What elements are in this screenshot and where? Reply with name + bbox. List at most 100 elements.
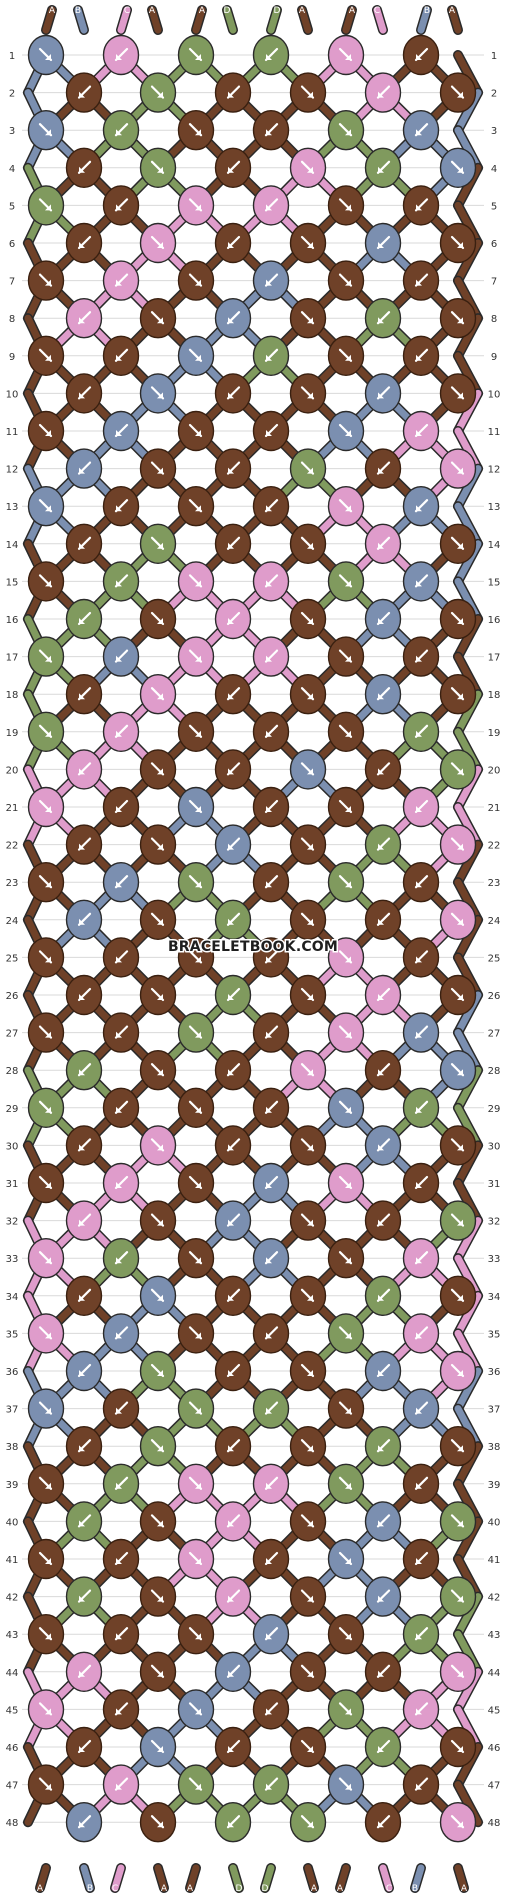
knot [102, 185, 140, 226]
knot [289, 1651, 327, 1693]
arrow-head-icon [45, 1633, 51, 1640]
knot [289, 1576, 327, 1617]
arrow-head-icon [416, 881, 422, 888]
knot [252, 260, 290, 301]
row-number-left: 9 [9, 352, 15, 363]
knot [364, 72, 402, 113]
arrow-head-icon [116, 1182, 122, 1188]
row-number-right: 4 [491, 164, 497, 175]
arrow-head-icon [228, 1670, 234, 1677]
knot [177, 335, 215, 376]
knot [139, 1125, 177, 1166]
arrow-head-icon [457, 317, 463, 324]
arrow-head-icon [345, 1106, 351, 1113]
knot [439, 1726, 477, 1768]
row-number-right: 14 [488, 540, 501, 551]
knot [439, 1275, 477, 1317]
arrow-head-icon [307, 1294, 313, 1301]
row-number-left: 3 [9, 126, 15, 137]
knot [214, 147, 252, 189]
arrow-head-icon [307, 1595, 313, 1602]
knot [327, 862, 365, 903]
knot [65, 1350, 103, 1392]
row-number-right: 43 [488, 1630, 501, 1641]
arrow-head-icon [116, 956, 122, 963]
arrow-head-icon [378, 1144, 384, 1151]
knot [102, 711, 140, 752]
arrow-head-icon [79, 392, 85, 399]
knot [439, 448, 477, 489]
knot [364, 1576, 402, 1617]
arrow-head-icon [378, 693, 384, 700]
arrow-head-icon [228, 467, 234, 474]
knot [252, 335, 290, 376]
arrow-head-icon [195, 956, 201, 963]
row-number-right: 31 [488, 1179, 501, 1190]
arrow-head-icon [266, 505, 272, 512]
arrow-head-icon [195, 1031, 201, 1038]
row-number-left: 6 [9, 239, 15, 250]
knot [27, 1538, 65, 1580]
arrow-head-icon [457, 1069, 463, 1076]
arrow-head-icon [416, 580, 422, 587]
arrow-head-icon [157, 1370, 163, 1376]
thread [448, 6, 462, 34]
arrow-head-icon [45, 1257, 51, 1264]
knot [327, 1162, 365, 1204]
arrow-head-icon [116, 1783, 122, 1790]
knot [214, 598, 252, 640]
arrow-head-icon [79, 317, 85, 324]
knot [252, 34, 290, 76]
knot [65, 523, 103, 564]
knot [65, 1801, 103, 1843]
row-number-left: 18 [6, 690, 19, 701]
knot [177, 1689, 215, 1730]
arrow-head-icon [195, 1332, 201, 1339]
knot [364, 824, 402, 865]
knot [177, 1764, 215, 1805]
row-number-left: 31 [6, 1179, 19, 1190]
knot [289, 298, 327, 339]
knot [139, 72, 177, 113]
arrow-head-icon [45, 1106, 51, 1113]
knot [439, 1801, 477, 1843]
thread [117, 6, 131, 34]
bottom-string-label: A [311, 1884, 318, 1894]
knot [102, 786, 140, 828]
arrow-head-icon [266, 1182, 272, 1188]
knot [177, 109, 215, 151]
thread [154, 1864, 168, 1892]
knot [102, 260, 140, 301]
knot [439, 1501, 477, 1542]
knot [27, 1689, 65, 1730]
arrow-head-icon [457, 91, 463, 98]
row-number-left: 44 [6, 1668, 19, 1679]
arrow-head-icon [307, 618, 313, 624]
arrow-head-icon [116, 806, 122, 812]
knot [27, 34, 65, 76]
knot [65, 749, 103, 790]
row-number-right: 46 [488, 1743, 501, 1754]
thread [267, 6, 281, 34]
row-number-right: 23 [488, 878, 501, 889]
knot [289, 1726, 327, 1768]
arrow-head-icon [79, 918, 85, 925]
bottom-string-label: C [386, 1884, 392, 1894]
arrow-head-icon [307, 693, 313, 700]
arrow-head-icon [266, 129, 272, 136]
row-number-right: 40 [488, 1517, 501, 1528]
arrow-head-icon [79, 542, 85, 549]
arrow-head-icon [378, 542, 384, 549]
knot [65, 1651, 103, 1693]
knot [102, 1764, 140, 1805]
arrow-head-icon [45, 580, 51, 587]
knot [402, 1313, 440, 1354]
knot [402, 1764, 440, 1805]
bottom-string-label: D [236, 1884, 243, 1894]
knot [27, 1463, 65, 1505]
arrow-head-icon [157, 1144, 163, 1151]
arrow-head-icon [228, 1821, 234, 1828]
arrow-head-icon [116, 1031, 122, 1038]
arrow-head-icon [228, 317, 234, 324]
